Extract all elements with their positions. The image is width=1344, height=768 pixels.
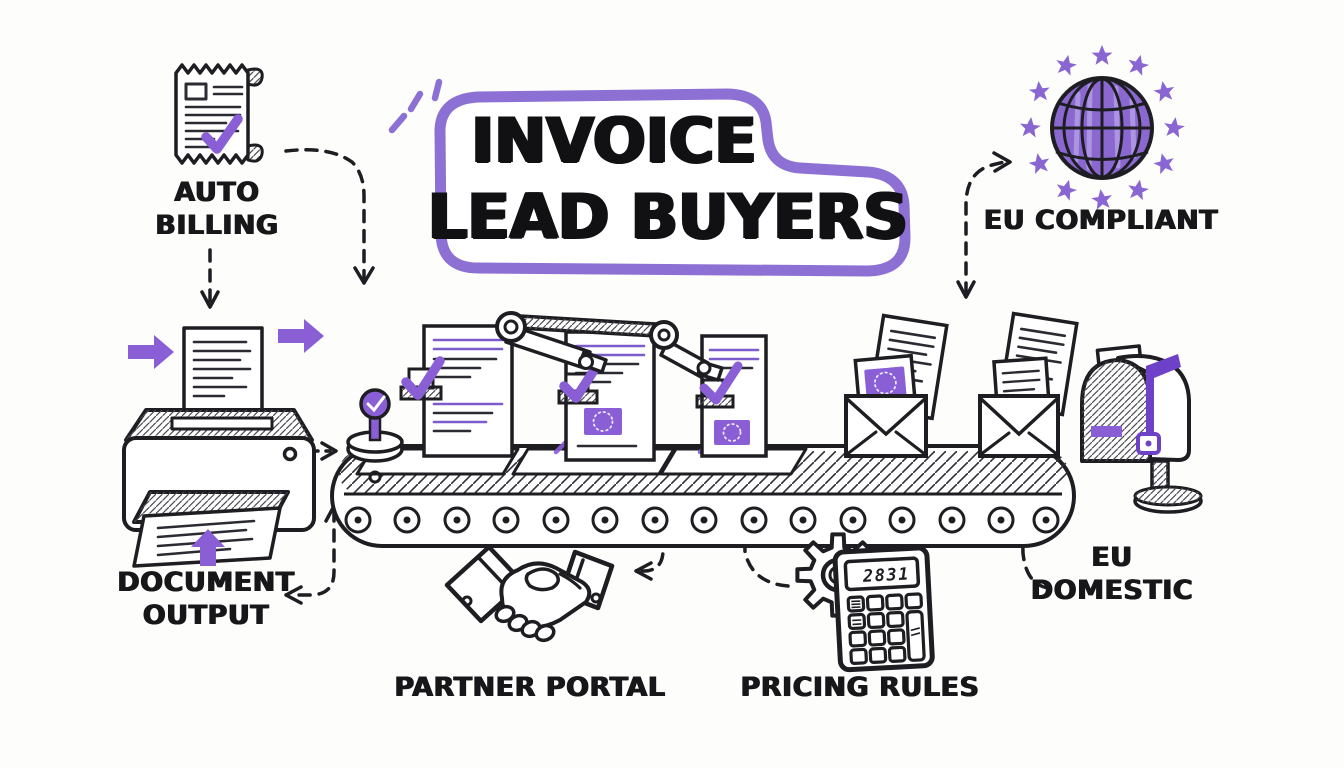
label-eu-domestic: EU DOMESTIC (1031, 541, 1193, 607)
mailbox-icon (1080, 344, 1203, 514)
stamped-document-3 (695, 334, 768, 458)
calculator-icon: 2831 (832, 545, 935, 673)
label-eu-domestic-line2: DOMESTIC (1030, 575, 1194, 606)
label-eu-domestic-line1: EU (1091, 542, 1133, 573)
label-document-output-line1: DOCUMENT (117, 567, 295, 598)
arrow-belt-to-partner-portal (634, 512, 665, 581)
eu-globe-stars-icon (1018, 45, 1186, 211)
label-auto-billing-line1: AUTO (174, 177, 260, 208)
label-document-output-line2: OUTPUT (142, 600, 270, 631)
stamped-document-1 (399, 324, 514, 458)
flow-arrow-in-icon (128, 335, 174, 369)
handshake-icon (444, 544, 615, 643)
label-partner-portal: PARTNER PORTAL (394, 672, 666, 703)
label-eu-compliant: EU COMPLIANT (983, 205, 1219, 236)
stamp-tool-icon (346, 388, 404, 484)
belt-rollers (344, 506, 1060, 534)
mailbox-flag-icon (1136, 354, 1181, 455)
label-auto-billing-line2: BILLING (155, 210, 279, 241)
conveyor-belt (330, 433, 1076, 548)
robotic-arm-icon (495, 311, 724, 382)
title-bubble (388, 78, 911, 277)
eu-stamp (714, 420, 750, 445)
title-line-2: LEAD BUYERS (427, 180, 909, 253)
envelope-station-2 (978, 311, 1079, 458)
arrow-autobilling-to-printer (200, 248, 220, 309)
title-line-1: INVOICE (471, 104, 757, 177)
printer-icon (122, 319, 324, 568)
label-document-output: DOCUMENT OUTPUT (117, 566, 294, 632)
eu-stamp (584, 408, 622, 435)
calculator-display: 2831 (862, 564, 911, 586)
flow-arrow-out-icon (278, 319, 324, 353)
flow-arrow-up-icon (191, 529, 225, 566)
receipt-check-icon (174, 63, 264, 165)
arrow-receipt-to-conveyor (284, 148, 375, 285)
label-pricing-rules: PRICING RULES (740, 672, 980, 703)
spark-icon (388, 78, 443, 134)
envelope-station-1 (844, 313, 949, 458)
arrow-conveyor-to-eu-compliant (956, 151, 1012, 299)
label-auto-billing: AUTO BILLING (155, 176, 278, 242)
